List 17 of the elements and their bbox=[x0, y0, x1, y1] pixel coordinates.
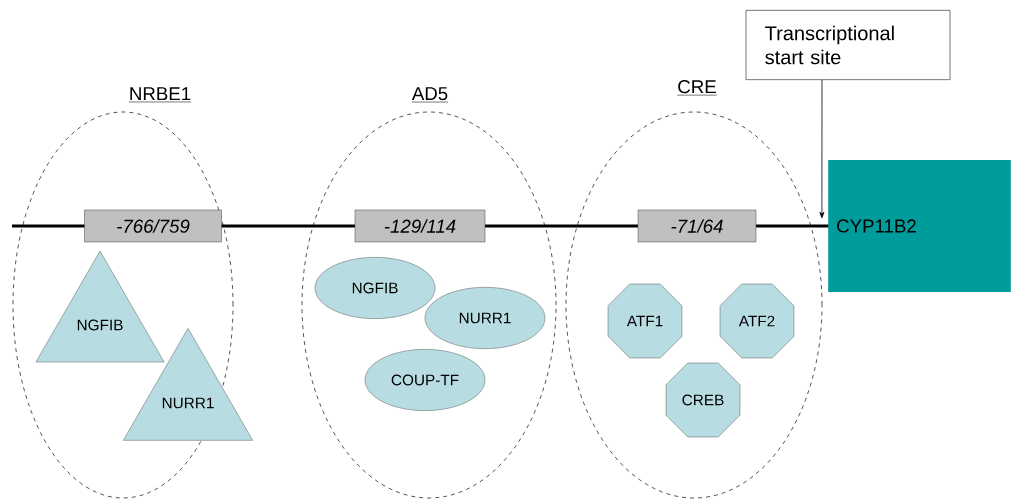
site-box: -71/64 bbox=[637, 209, 757, 243]
factor-triangle: NURR1 bbox=[123, 328, 253, 441]
note-box: Transcriptional start site bbox=[745, 10, 951, 80]
factor-oval: COUP-TF bbox=[364, 349, 486, 411]
site-box: -766/759 bbox=[84, 209, 222, 243]
factor-oval: NURR1 bbox=[424, 287, 546, 349]
factor-octagon: CREB bbox=[665, 362, 741, 438]
site-box: -129/114 bbox=[354, 209, 486, 243]
region-heading: AD5 bbox=[411, 87, 449, 103]
region-heading: CRE bbox=[677, 80, 717, 96]
gene-box: CYP11B2 bbox=[828, 160, 1011, 292]
factor-triangle: NGFIB bbox=[35, 250, 165, 363]
factor-octagon: ATF1 bbox=[607, 283, 683, 359]
leader-arrow bbox=[819, 79, 825, 219]
region-heading: NRBE1 bbox=[128, 87, 192, 103]
factor-octagon: ATF2 bbox=[719, 283, 795, 359]
factor-oval: NGFIB bbox=[314, 257, 436, 319]
